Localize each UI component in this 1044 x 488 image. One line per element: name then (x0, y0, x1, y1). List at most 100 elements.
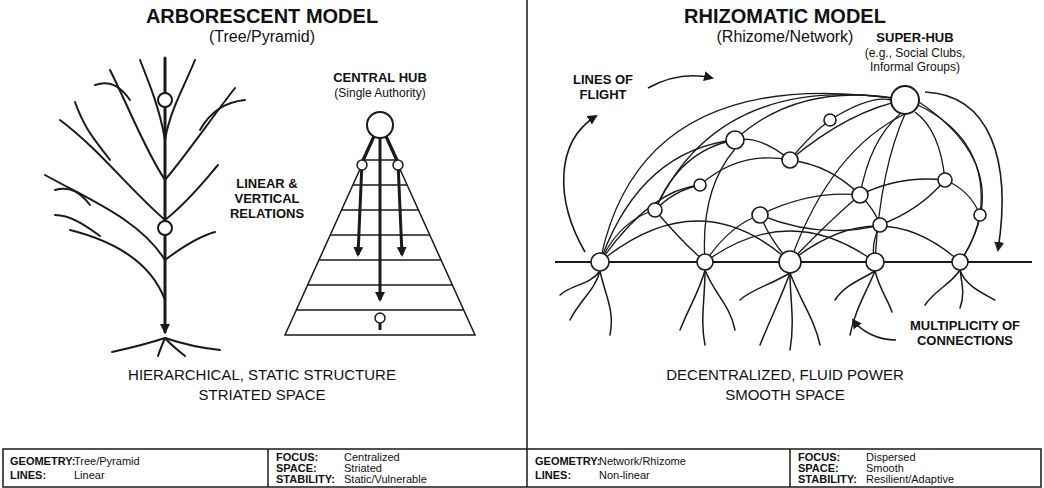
network-node (694, 179, 706, 191)
rhizome-network (655, 210, 705, 262)
tree-illustration (60, 120, 165, 220)
tree-illustration (165, 165, 218, 220)
rhizome-network (790, 195, 860, 262)
rhizome-network (600, 140, 735, 262)
rhizome-roots (760, 273, 790, 345)
network-node (591, 253, 609, 271)
rhizome-roots (740, 273, 790, 300)
rhizome-network (880, 180, 945, 225)
callout-label: LINES OF FLIGHT (565, 72, 641, 102)
callout-label: SUPER-HUB (876, 30, 953, 45)
panel-divider (526, 0, 528, 449)
network-node (697, 254, 713, 270)
tree-illustration (158, 221, 172, 235)
table-key: FOCUS: (798, 452, 840, 463)
rhizome-network (918, 105, 981, 215)
summary-table (526, 449, 528, 487)
callout-arrow (648, 76, 712, 88)
rhizome-network (790, 114, 905, 262)
network-node (938, 173, 952, 187)
tree-illustration (95, 83, 130, 100)
table-key: SPACE: (798, 463, 839, 474)
network-node (824, 114, 836, 126)
rhizome-network (860, 179, 945, 195)
rhizome-roots (925, 270, 960, 305)
pyramid-illustration (375, 313, 385, 323)
tree-illustration (165, 232, 215, 260)
network-node (591, 86, 986, 273)
table-key: GEOMETRY: (10, 456, 75, 467)
tree-illustration (165, 338, 185, 356)
rhizome-roots (600, 271, 611, 335)
pyramid-illustration (379, 138, 382, 300)
pyramid-illustration (285, 112, 475, 335)
table-value: Resilient/Adaptive (866, 474, 954, 485)
table-value: Centralized (344, 452, 400, 463)
rhizome-roots (705, 270, 735, 330)
tree-illustration (55, 215, 100, 236)
caption-line: HIERARCHICAL, STATIC STRUCTURE (128, 366, 396, 384)
callout-label: (Single Authority) (334, 86, 425, 100)
rhizome-roots (560, 271, 600, 295)
tree-illustration (112, 338, 165, 352)
tree-illustration (45, 175, 165, 260)
callout-label: LINEAR & VERTICAL RELATIONS (225, 176, 309, 221)
callout-arrow (925, 92, 1002, 250)
table-key: GEOMETRY: (535, 456, 600, 467)
table-key: STABILITY: (798, 474, 857, 485)
callout-arrow (564, 116, 596, 252)
tree-illustration (158, 338, 165, 356)
table-key: LINES: (535, 470, 571, 481)
rhizome-roots (790, 273, 820, 345)
network-node (974, 209, 986, 221)
callout-arrow (564, 76, 1002, 340)
table-value: Tree/Pyramid (74, 456, 140, 467)
table-value: Smooth (866, 463, 904, 474)
rhizome-network (600, 93, 905, 262)
rhizome-network (790, 100, 905, 160)
network-node (873, 218, 887, 232)
network-node (726, 131, 744, 149)
tree-illustration (158, 93, 172, 107)
pyramid-illustration (393, 160, 403, 170)
network-node (852, 187, 868, 203)
callout-arrow (853, 320, 896, 340)
tree-illustration (75, 102, 110, 160)
tree-illustration (55, 189, 90, 205)
rhizome-network (555, 93, 1032, 262)
table-key: LINES: (10, 470, 46, 481)
panel-subtitle: (Tree/Pyramid) (209, 27, 315, 46)
panel-title: ARBORESCENT MODEL (146, 4, 378, 28)
table-key: STABILITY: (276, 474, 335, 485)
pyramid-illustration (285, 125, 475, 335)
rhizome-roots (680, 270, 705, 330)
panel-subtitle: (Rhizome/Network) (717, 27, 854, 46)
tree-illustration (165, 338, 220, 350)
table-value: Non-linear (599, 470, 650, 481)
callout-label: (e.g., Social Clubs, Informal Groups) (847, 46, 983, 74)
caption-line: SMOOTH SPACE (725, 386, 845, 404)
rhizome-network (655, 140, 735, 210)
rhizome-roots (790, 273, 792, 350)
rhizome-roots (850, 271, 875, 335)
summary-table (267, 449, 269, 487)
rhizome-roots (960, 270, 995, 300)
rhizome-roots (875, 271, 892, 312)
tree-illustration (45, 58, 245, 356)
rhizome-roots (570, 271, 600, 320)
rhizome-network (655, 95, 905, 210)
rhizome-roots (960, 270, 963, 308)
table-value: Dispersed (866, 452, 916, 463)
rhizome-roots (703, 270, 705, 345)
tree-illustration (165, 88, 235, 180)
pyramid-illustration (386, 136, 402, 255)
table-value: Static/Vulnerable (344, 474, 427, 485)
summary-table (789, 449, 791, 487)
rhizome-network (875, 114, 905, 262)
summary-table (3, 449, 1041, 487)
rhizome-network (600, 210, 655, 262)
rhizome-network (919, 102, 982, 262)
panel-divider (526, 0, 528, 449)
pyramid-illustration (357, 160, 367, 170)
